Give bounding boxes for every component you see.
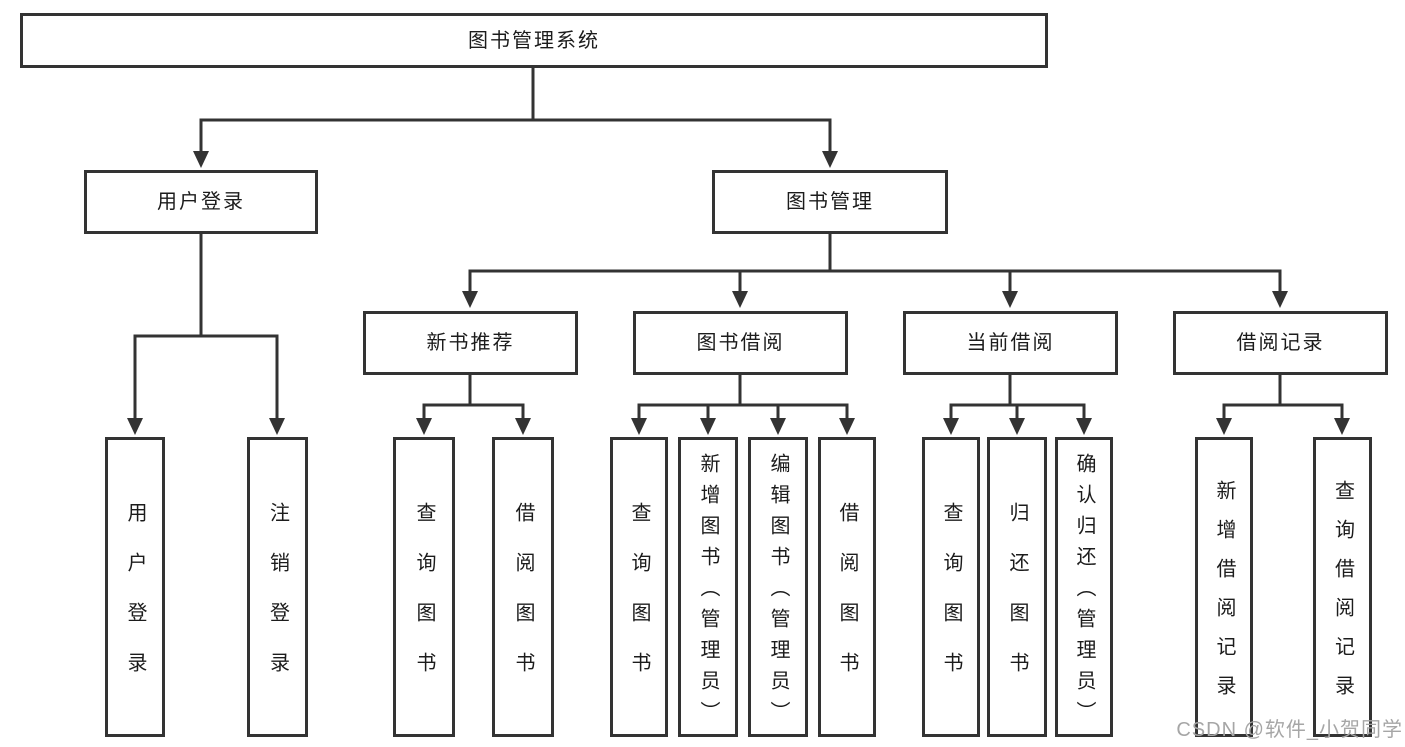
node-borrowing-records: 借阅记录 [1173,311,1388,375]
leaf-return-books: 归还图书 [987,437,1047,737]
leaf-confirm-return-admin: 确认归还（管理员） [1055,437,1113,737]
arrowheads [127,151,1350,435]
node-book-borrowing: 图书借阅 [633,311,848,375]
node-root-library-system: 图书管理系统 [20,13,1048,68]
node-book-management: 图书管理 [712,170,948,234]
leaf-borrow-books-recommend: 借阅图书 [492,437,554,737]
leaf-query-borrow-record: 查询借阅记录 [1313,437,1372,737]
leaf-logout: 注销登录 [247,437,308,737]
leaf-borrow-books: 借阅图书 [818,437,876,737]
leaf-add-books-admin: 新增图书（管理员） [678,437,738,737]
leaf-edit-books-admin: 编辑图书（管理员） [748,437,808,737]
leaf-add-borrow-record: 新增借阅记录 [1195,437,1253,737]
leaf-query-books-borrowing: 查询图书 [610,437,668,737]
leaf-query-books-recommend: 查询图书 [393,437,455,737]
csdn-watermark: CSDN @软件_小贺同学 [1176,719,1403,741]
leaf-user-login: 用户登录 [105,437,165,737]
node-user-login: 用户登录 [84,170,318,234]
node-new-book-recommend: 新书推荐 [363,311,578,375]
leaf-query-books-current: 查询图书 [922,437,980,737]
node-current-borrowing: 当前借阅 [903,311,1118,375]
